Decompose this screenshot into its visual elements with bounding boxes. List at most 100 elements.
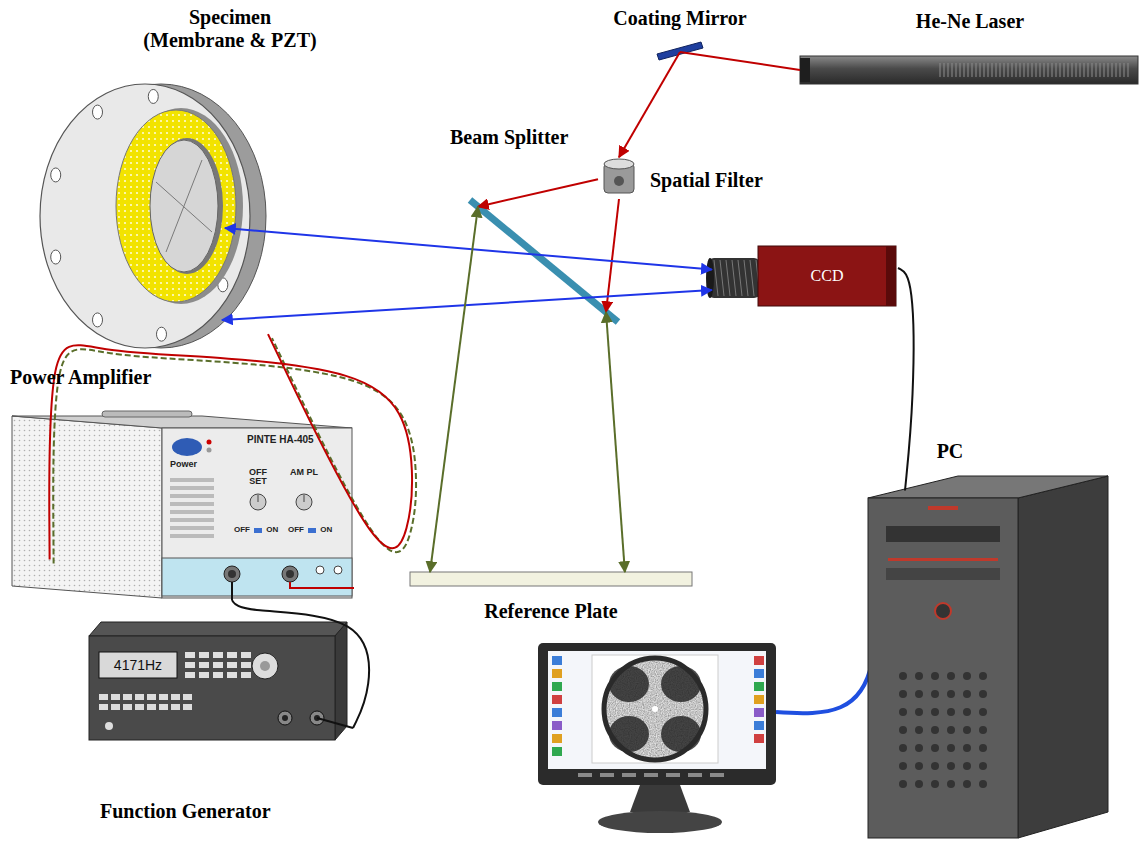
pc-power-button [935,603,951,619]
desktop-icon [754,708,764,717]
gen-key [159,694,168,700]
cable-stub [290,582,354,588]
gen-button [213,662,223,668]
pc-bay [886,526,1000,542]
laser-rib [1036,63,1037,77]
gen-key [135,694,144,700]
gen-button [227,672,237,678]
gen-key [147,704,156,710]
laser-rib [1048,63,1049,77]
pc-vent [931,708,939,716]
laser-rib [952,63,953,77]
laser-rib [1080,63,1081,77]
pc-vent [963,726,971,734]
lens-knurl [732,260,736,296]
gen-key [171,704,180,710]
coating-mirror: Coating Mirror [655,40,705,64]
splitter-plate [470,200,618,322]
component-label: Beam Splitter [450,126,568,149]
monitor-frame [538,643,776,785]
flange-face [40,84,250,348]
pc-vent [947,744,955,752]
pc-vent [963,708,971,716]
connector-line [478,179,598,206]
reference-beam [430,207,478,572]
ccd-camera: CCD [706,244,898,308]
desktop-icon [754,721,764,730]
gen-button [199,672,209,678]
desktop-icon [754,695,764,704]
knob-pointer [304,495,305,502]
bolt-hole [51,168,61,182]
bnc-connector [282,566,298,582]
pc-bay [886,568,1000,580]
laser-cap [800,58,810,82]
desktop-icon [754,682,764,691]
illustration [598,155,640,199]
pc-vent [947,672,955,680]
pc-vent [899,744,907,752]
connector-line [430,207,478,572]
camera-body [758,246,896,306]
camera-lens [708,258,760,298]
connector-line [680,52,800,70]
laser-rib [1024,63,1025,77]
laser-rib [1128,63,1129,77]
desktop-icon [552,695,562,704]
power-amplifier: Power AmplifierPINTE HA-405PowerOFF SETA… [12,398,354,600]
gen-key [111,704,120,710]
gen-button [241,662,251,668]
amp-vent [170,526,214,530]
gen-top [89,622,347,636]
gen-key [123,694,132,700]
pc-vent [963,780,971,788]
component-label: PC [937,440,964,463]
laser: He-Ne Laser [800,52,1138,88]
laser-rib [976,63,977,77]
beam-splitter: Beam Splitter [462,196,622,326]
gen-key [171,694,180,700]
connector-line [225,228,712,270]
camera-label: CCD [811,267,844,285]
bolt-hole [148,89,158,103]
monitor-screen [548,651,766,769]
fringe-lobe [609,666,649,702]
connector-line [898,268,914,490]
amp-knob [296,494,312,510]
pc-vent [979,762,987,770]
lens-front [706,258,714,298]
reference-plate: Reference Plate [410,572,692,586]
laser-rib [1000,63,1001,77]
pc-vent [915,762,923,770]
laser-rib [964,63,965,77]
reference-beam [606,312,625,572]
monitor-button [710,773,724,777]
connector-line [619,52,680,157]
amp-vent [170,510,214,514]
gen-display [99,652,177,678]
illustration [706,244,898,308]
membrane-line [166,160,202,252]
amp-top [12,416,352,428]
fringe-rim [604,658,706,760]
desktop-icon [552,682,562,691]
laser-rib [1108,63,1109,77]
component-label: Spatial Filter [650,169,763,192]
knob-pointer [258,495,259,502]
gen-button [213,672,223,678]
amp-led [207,440,212,445]
pc-vent [899,780,907,788]
bnc-connector [224,566,240,582]
laser-rib [1012,63,1013,77]
illustration [868,476,1113,838]
pc-vent [899,672,907,680]
gen-key [147,694,156,700]
mirror-plate [657,42,703,60]
laser-rib [944,63,945,77]
laser-rib [1004,63,1005,77]
bnc-core [286,570,294,578]
laser-rib [1040,63,1041,77]
bolt-hole [51,250,61,264]
